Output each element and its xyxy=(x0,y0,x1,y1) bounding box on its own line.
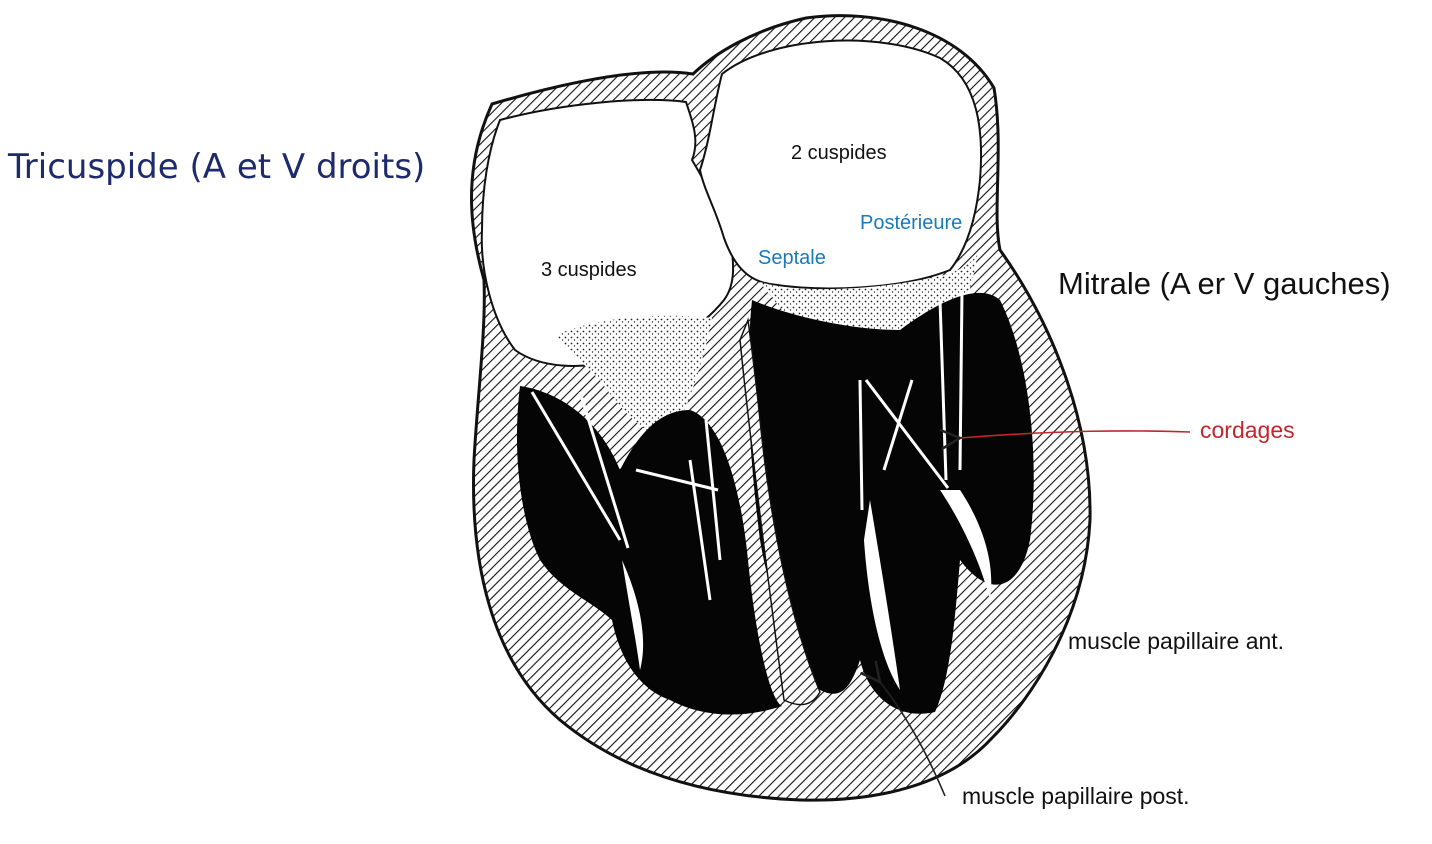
left-atrium xyxy=(698,39,983,290)
chorda xyxy=(958,289,964,471)
chorda xyxy=(578,391,630,549)
posterior-leaflet-label: Postérieure xyxy=(860,212,963,234)
interventricular-septum xyxy=(739,317,821,706)
papillary-muscle-ant xyxy=(940,490,992,600)
three-cusps-label: 3 cuspides xyxy=(541,259,637,281)
chorda xyxy=(635,468,719,492)
two-cusps-label: 2 cuspides xyxy=(791,142,887,164)
septal-leaflet-label: Septale xyxy=(758,247,826,269)
posterior-papillary-muscle-label: muscle papillaire post. xyxy=(962,783,1190,809)
anterior-papillary-muscle-label: muscle papillaire ant. xyxy=(1068,628,1285,654)
chorda xyxy=(864,379,950,489)
papillary-muscle-post xyxy=(864,500,900,690)
chorda xyxy=(688,459,712,601)
mitral-title: Mitrale (A er V gauches) xyxy=(1058,266,1391,301)
chordae-label: cordages xyxy=(1200,417,1295,443)
chorda xyxy=(882,379,914,471)
post-papillary-arrow xyxy=(860,660,946,797)
right-ventricle xyxy=(516,386,782,715)
chorda xyxy=(530,391,622,541)
tricuspid-annulus xyxy=(555,315,712,440)
right-atrium xyxy=(480,99,735,367)
left-ventricle xyxy=(748,292,1034,714)
tricuspid-title: Tricuspide (A et V droits) xyxy=(8,147,426,187)
chorda xyxy=(704,419,722,561)
chorda xyxy=(858,379,864,511)
chordae-arrow xyxy=(939,428,1191,451)
papillary-muscle-right xyxy=(622,560,644,670)
